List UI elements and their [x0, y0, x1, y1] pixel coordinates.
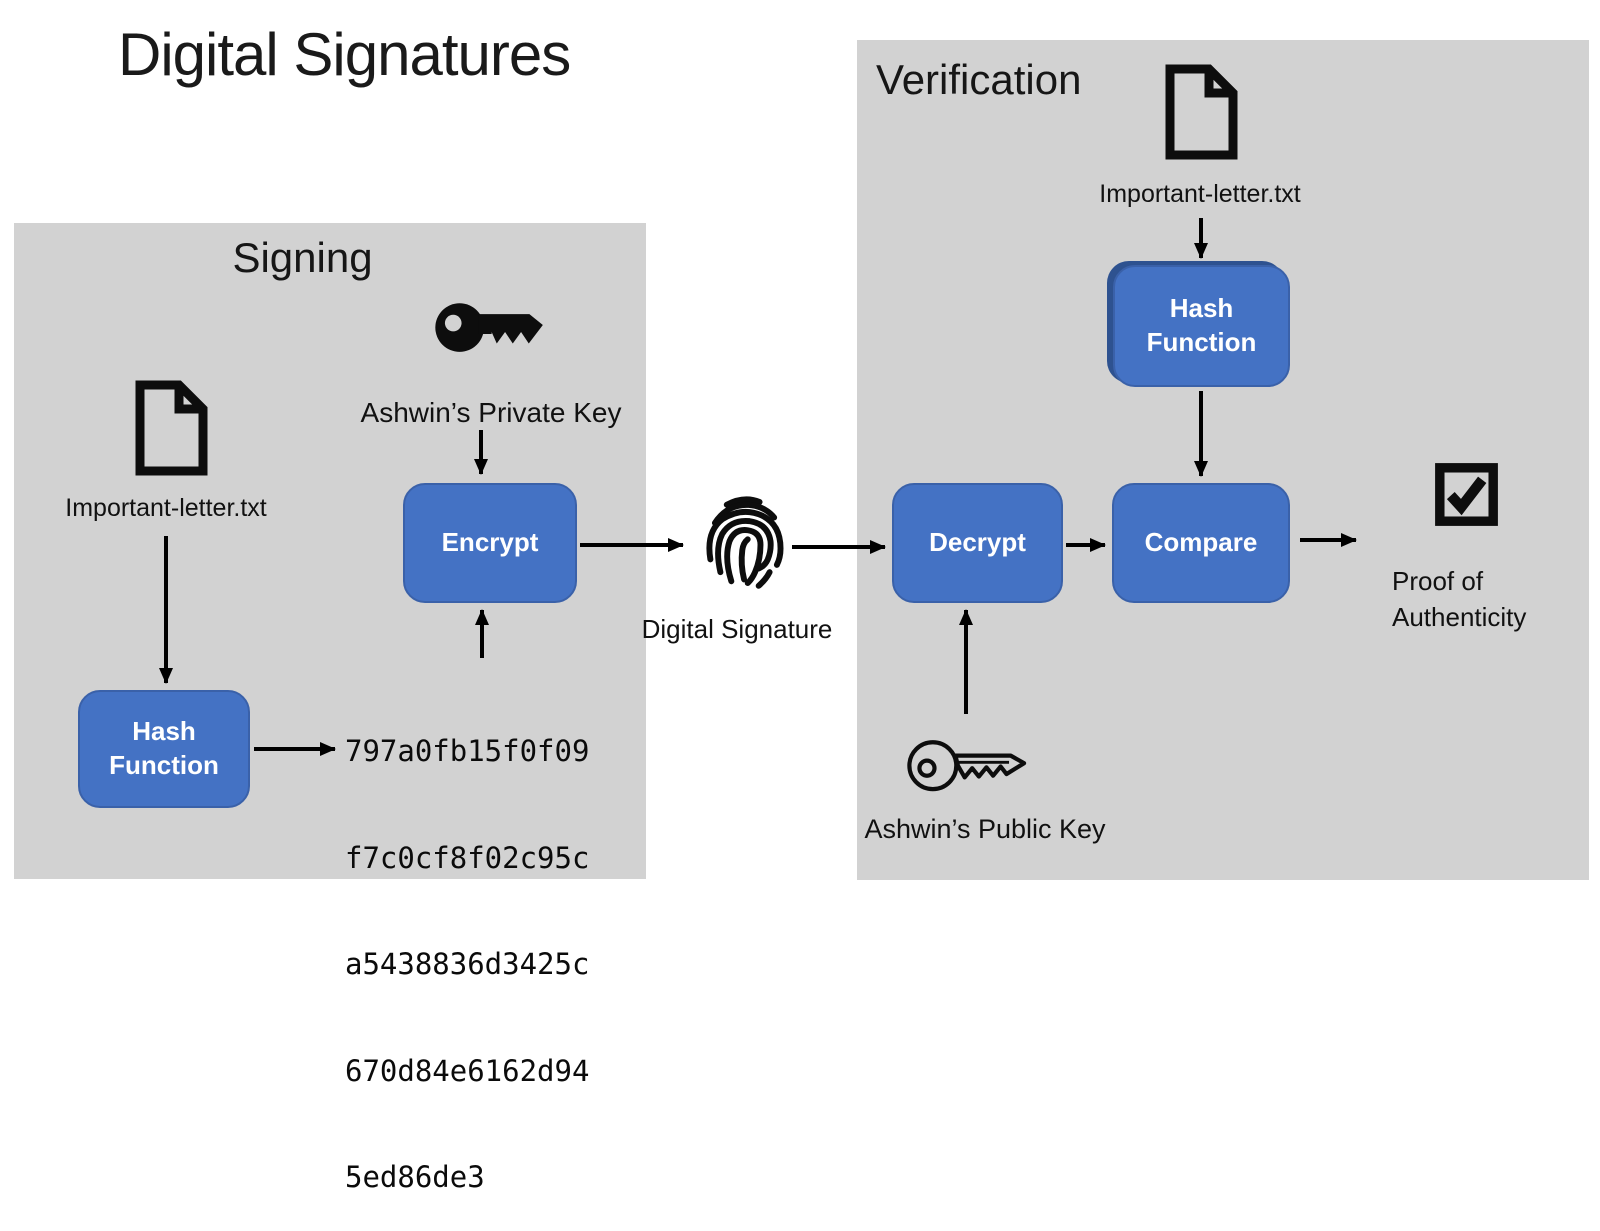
verification-heading: Verification: [876, 56, 1082, 103]
hash-function-box: Hash Function: [78, 690, 250, 808]
document-label: Important-letter.txt: [1099, 180, 1301, 208]
signing-heading: Signing: [232, 234, 373, 281]
compare-label: Compare: [1144, 527, 1258, 558]
compare-box: Compare: [1112, 483, 1290, 603]
hash-output: 797a0fb15f0f09 f7c0cf8f02c95c a5438836d3…: [345, 663, 589, 1231]
hash-function-label: Hash Function: [109, 716, 219, 780]
checkbox-icon: [1433, 461, 1500, 528]
digital-signature-label: Digital Signature: [641, 614, 833, 644]
encrypt-label: Encrypt: [441, 527, 539, 558]
private-key-icon: [433, 293, 549, 357]
decrypt-label: Decrypt: [929, 527, 1026, 558]
hash-line: 797a0fb15f0f09: [345, 734, 590, 768]
hash-line: a5438836d3425c: [345, 947, 590, 981]
hash-function-label: Hash Function: [1146, 293, 1257, 357]
public-key-label: Ashwin’s Public Key: [864, 814, 1106, 844]
document-icon: [132, 380, 208, 476]
page-title: Digital Signatures: [118, 21, 571, 88]
hash-function-box: Hash Function: [1113, 265, 1290, 387]
hash-line: 670d84e6162d94: [345, 1053, 590, 1088]
document-label: Important-letter.txt: [65, 494, 267, 522]
encrypt-box: Encrypt: [403, 483, 577, 603]
document-icon: [1162, 62, 1238, 162]
proof-label: Proof of Authenticity: [1392, 566, 1527, 632]
verification-panel: [857, 40, 1589, 880]
hash-line: f7c0cf8f02c95c: [345, 840, 590, 875]
decrypt-box: Decrypt: [892, 483, 1063, 603]
hash-line: 5ed86de3: [345, 1160, 485, 1194]
public-key-icon: [905, 728, 1031, 800]
fingerprint-icon: [704, 487, 786, 599]
private-key-label: Ashwin’s Private Key: [360, 397, 622, 428]
